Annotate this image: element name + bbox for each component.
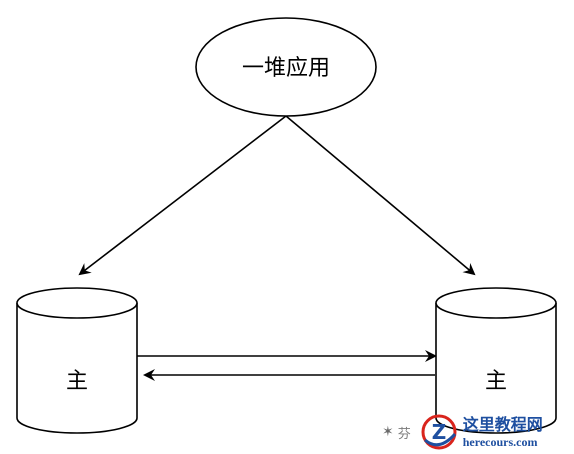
site-url: herecours.com xyxy=(462,434,538,449)
site-logo-icon: Z xyxy=(421,414,457,450)
wechat-watermark-text: 芬 xyxy=(397,426,411,442)
wechat-icon: ✶ xyxy=(382,424,394,440)
site-title: 这里教程网 xyxy=(462,414,543,434)
edge-apps-to-right-master xyxy=(285,115,476,276)
site-logo-text: 这里教程网 herecours.com xyxy=(462,414,543,449)
site-logo-letter: Z xyxy=(431,420,446,444)
edge-apps-to-left-master xyxy=(78,115,287,276)
node-master-left-label: 主 xyxy=(66,369,88,394)
node-master-right-label: 主 xyxy=(485,369,507,394)
node-master-left: 主 xyxy=(16,287,138,434)
node-apps-label: 一堆应用 xyxy=(242,56,330,81)
wechat-watermark: ✶ 芬 xyxy=(382,423,411,442)
node-master-right: 主 xyxy=(435,287,557,434)
node-apps: 一堆应用 xyxy=(195,17,377,117)
watermark: ✶ 芬 Z 这里教程网 herecours.com xyxy=(382,412,543,452)
